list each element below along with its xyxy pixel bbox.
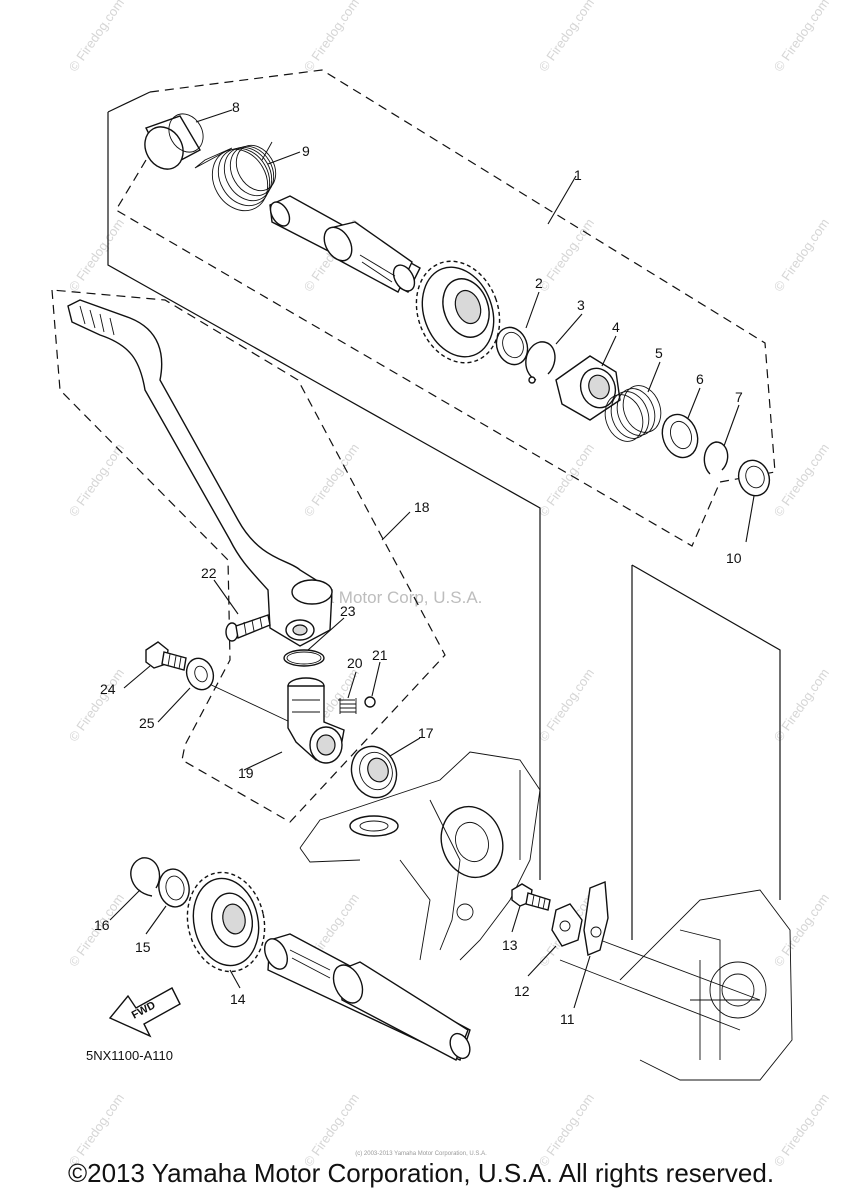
part-15-washer: [158, 868, 190, 908]
callout-9: 9: [302, 143, 310, 159]
part-12-plate: [551, 903, 583, 947]
callout-7: 7: [735, 389, 743, 405]
callout-17: 17: [418, 725, 434, 741]
assembly-outlines: [51, 69, 781, 1031]
kick-gear: [415, 260, 501, 364]
callout-21: 21: [372, 647, 388, 663]
part-17-oil-seal: [350, 745, 398, 799]
part-16-circlip: [130, 857, 161, 897]
watermark-text: © Firedog.com: [66, 441, 127, 520]
lower-splined-shaft: [263, 933, 471, 1061]
part-13-bolt: [511, 883, 551, 911]
callout-12: 12: [514, 983, 530, 999]
part-22-bolt: [225, 614, 271, 642]
part-10-washer: [737, 459, 771, 497]
callout-6: 6: [696, 371, 704, 387]
callout-24: 24: [100, 681, 116, 697]
callout-8: 8: [232, 99, 240, 115]
part-14-idle-gear: [186, 871, 266, 973]
part-3-circlip: [525, 341, 556, 384]
callout-2: 2: [535, 275, 543, 291]
callout-20: 20: [347, 655, 363, 671]
callout-23: 23: [340, 603, 356, 619]
part-11-kick-guide: [583, 880, 609, 956]
callout-3: 3: [577, 297, 585, 313]
watermark-text: © Firedog.com: [66, 666, 127, 745]
fine-print: (c) 2003-2013 Yamaha Motor Corporation, …: [355, 1151, 487, 1157]
part-23-o-ring: [283, 649, 325, 667]
watermark-text: © Firedog.com: [536, 0, 597, 74]
diagram-code: 5NX1100-A110: [86, 1048, 173, 1063]
callout-22: 22: [201, 565, 217, 581]
callout-16: 16: [94, 917, 110, 933]
callout-13: 13: [502, 937, 518, 953]
watermark-text: © Firedog.com: [771, 441, 832, 520]
part-2-washer: [495, 326, 529, 366]
callout-11: 11: [560, 1011, 575, 1027]
part-6-washer: [661, 413, 699, 459]
part-21-ball: [364, 696, 376, 708]
watermark-text: © Firedog.com: [536, 216, 597, 295]
watermark-text: © Firedog.com: [301, 0, 362, 74]
part-9-torsion-spring: [194, 141, 277, 212]
callout-labels: 1 2 3 4 5 6 7 8 9 10 11 12 13 14 15 16 1…: [94, 99, 743, 1027]
callout-25: 25: [139, 715, 155, 731]
kick-axle-shaft: [269, 195, 421, 293]
crankcase-housing: [299, 751, 541, 961]
watermark-text: © Firedog.com: [66, 0, 127, 74]
callout-5: 5: [655, 345, 663, 361]
callout-leaders: [109, 109, 755, 1009]
callout-10: 10: [726, 550, 742, 566]
callout-19: 19: [238, 765, 254, 781]
callout-4: 4: [612, 319, 620, 335]
callout-1: 1: [574, 167, 582, 183]
part-8-collar: [144, 113, 204, 170]
watermark-text: © Firedog.com: [771, 216, 832, 295]
part-4-ratchet: [555, 355, 621, 421]
part-20-spring: [338, 698, 357, 714]
fwd-arrow-icon: FWD: [108, 987, 181, 1038]
watermark-text: © Firedog.com: [536, 441, 597, 520]
watermark-text: © Firedog.com: [66, 216, 127, 295]
watermark-text: © Firedog.com: [771, 891, 832, 970]
part-24-bolt: [145, 641, 187, 671]
engine-block: [619, 889, 793, 1081]
callout-14: 14: [230, 991, 246, 1007]
part-7-circlip: [703, 441, 729, 475]
part-5-spring: [604, 385, 662, 442]
part-19-kick-boss: [287, 677, 345, 764]
watermark-text: © Firedog.com: [771, 0, 832, 74]
callout-18: 18: [414, 499, 430, 515]
part-25-washer: [185, 657, 215, 691]
callout-15: 15: [135, 939, 151, 955]
watermark-text: © Firedog.com: [301, 441, 362, 520]
watermark-layer: © Firedog.com © Firedog.com © Firedog.com ©…: [66, 0, 832, 1169]
part-18-kick-crank: [67, 299, 333, 647]
watermark-text: © Firedog.com: [536, 666, 597, 745]
copyright-footer: ©2013 Yamaha Motor Corporation, U.S.A. A…: [67, 1158, 775, 1188]
